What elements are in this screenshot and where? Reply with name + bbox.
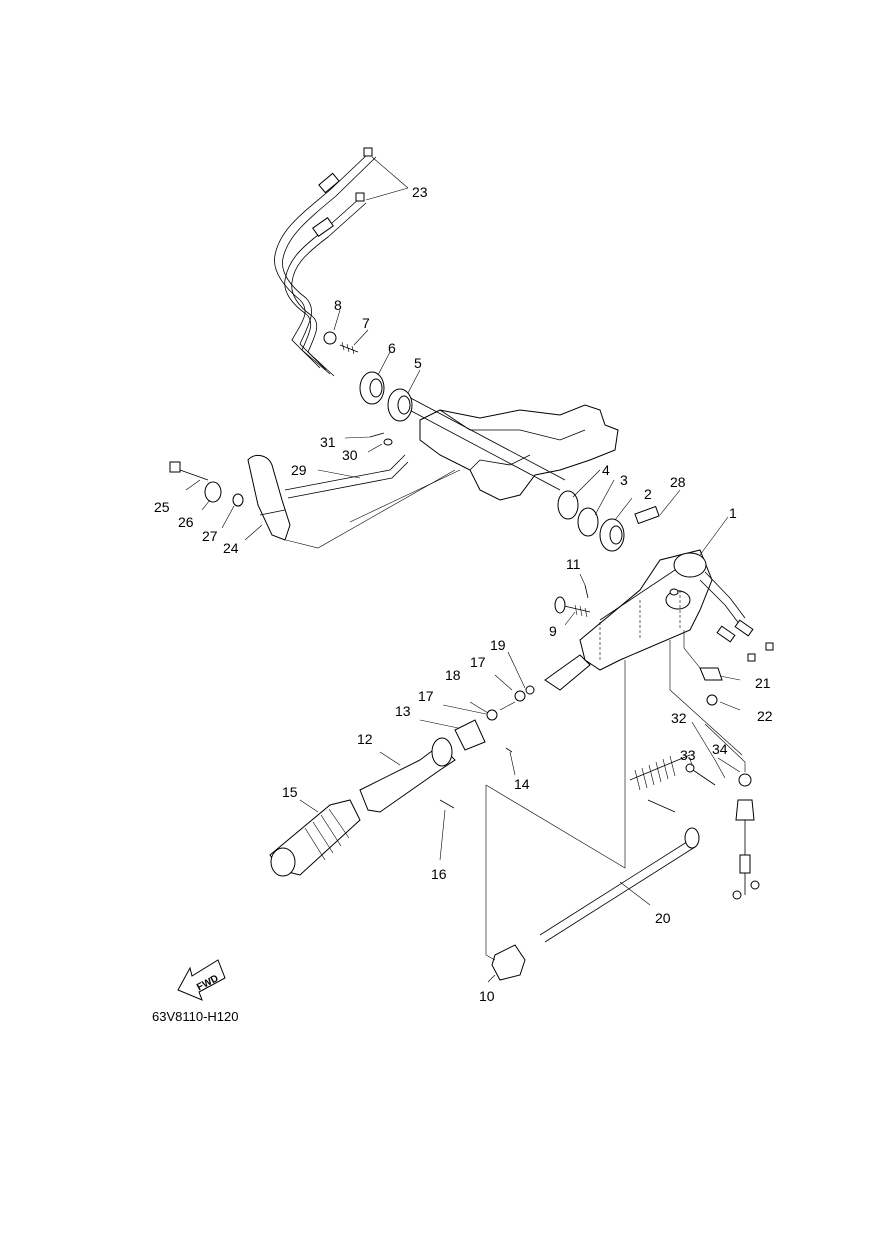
fwd-arrow-icon: FWD bbox=[177, 959, 226, 1001]
part-label-27: 27 bbox=[202, 528, 218, 544]
throttle-grip-parts bbox=[269, 654, 591, 877]
part-label-17a: 17 bbox=[470, 654, 486, 670]
tiller-arm bbox=[579, 549, 746, 671]
part-label-24: 24 bbox=[223, 540, 239, 556]
part-number-labels: 1 2 3 4 5 6 7 8 9 10 11 12 13 14 15 16 1… bbox=[154, 184, 773, 1004]
part-label-6: 6 bbox=[388, 340, 396, 356]
bushings bbox=[323, 331, 660, 552]
part-label-12: 12 bbox=[357, 731, 373, 747]
shift-rod bbox=[491, 827, 700, 981]
stop-switch-parts bbox=[629, 754, 760, 900]
leader-lines bbox=[185, 156, 746, 983]
bracket-and-screw bbox=[699, 667, 723, 706]
part-label-2: 2 bbox=[644, 486, 652, 502]
bolt-and-clip bbox=[554, 584, 591, 618]
part-label-9: 9 bbox=[549, 623, 557, 639]
part-label-14: 14 bbox=[514, 776, 530, 792]
part-label-18: 18 bbox=[445, 667, 461, 683]
arm-cable-ends bbox=[716, 619, 774, 662]
part-label-17b: 17 bbox=[418, 688, 434, 704]
part-label-5: 5 bbox=[414, 355, 422, 371]
part-label-15: 15 bbox=[282, 784, 298, 800]
part-label-4: 4 bbox=[602, 462, 610, 478]
cable-assembly bbox=[274, 147, 377, 377]
part-label-20: 20 bbox=[655, 910, 671, 926]
part-label-10: 10 bbox=[479, 988, 495, 1004]
part-label-25: 25 bbox=[154, 499, 170, 515]
part-label-32: 32 bbox=[671, 710, 687, 726]
steering-bracket bbox=[399, 394, 619, 501]
part-label-3: 3 bbox=[620, 472, 628, 488]
part-label-13: 13 bbox=[395, 703, 411, 719]
part-label-8: 8 bbox=[334, 297, 342, 313]
part-label-1: 1 bbox=[729, 505, 737, 521]
part-label-30: 30 bbox=[342, 447, 358, 463]
part-label-19: 19 bbox=[490, 637, 506, 653]
part-label-16: 16 bbox=[431, 866, 447, 882]
drawing-code: 63V8110-H120 bbox=[152, 1009, 239, 1024]
part-label-26: 26 bbox=[178, 514, 194, 530]
part-label-7: 7 bbox=[362, 315, 370, 331]
part-label-21: 21 bbox=[755, 675, 771, 691]
part-label-33: 33 bbox=[680, 747, 696, 763]
part-label-22: 22 bbox=[757, 708, 773, 724]
part-label-29: 29 bbox=[291, 462, 307, 478]
part-label-23: 23 bbox=[412, 184, 428, 200]
part-label-34: 34 bbox=[712, 741, 728, 757]
part-label-31: 31 bbox=[320, 434, 336, 450]
part-label-28: 28 bbox=[670, 474, 686, 490]
part-label-11: 11 bbox=[566, 556, 581, 572]
friction-lever-parts bbox=[169, 432, 409, 541]
